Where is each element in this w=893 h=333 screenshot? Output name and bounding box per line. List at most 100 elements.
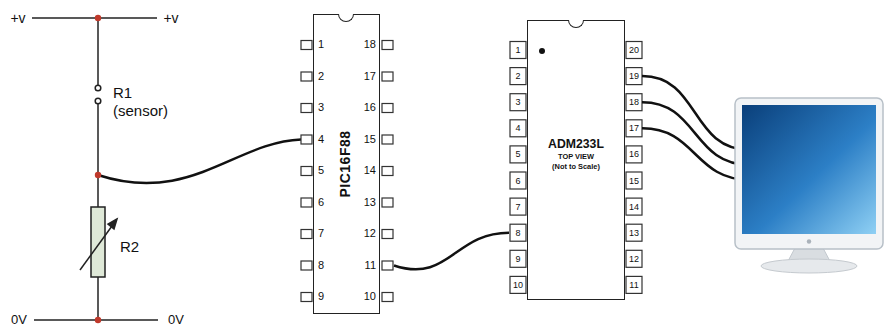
arrow-head bbox=[108, 219, 117, 229]
pin-number: 10 bbox=[364, 290, 376, 303]
pin-number: 1 bbox=[515, 45, 520, 56]
supply-rail bbox=[32, 17, 157, 19]
switch-contact bbox=[95, 85, 101, 91]
pin-box bbox=[510, 146, 526, 163]
pin-box bbox=[626, 42, 642, 59]
pin-box bbox=[510, 224, 526, 241]
pin-number: 4 bbox=[318, 133, 324, 146]
pin-number: 2 bbox=[515, 71, 520, 82]
pin-number: 4 bbox=[515, 123, 520, 134]
pin-number: 13 bbox=[364, 196, 376, 209]
pin-lead bbox=[382, 230, 393, 239]
chip-note: TOP VIEW bbox=[558, 152, 594, 161]
pin-box bbox=[626, 198, 642, 215]
pin-number: 6 bbox=[318, 196, 324, 209]
pin-box bbox=[510, 68, 526, 85]
pin-number: 1 bbox=[318, 38, 324, 51]
chip-notch bbox=[338, 14, 354, 22]
pin-lead bbox=[301, 41, 312, 50]
junction-dots bbox=[95, 15, 101, 323]
pin-lead bbox=[301, 135, 312, 144]
pin-lead bbox=[382, 41, 393, 50]
component-label: R1 (sensor) bbox=[113, 84, 175, 120]
signal-wire bbox=[394, 233, 509, 270]
pin-box bbox=[510, 198, 526, 215]
chip-text-group: ADM233LTOP VIEW(Not to Scale) bbox=[528, 137, 624, 171]
pin-box bbox=[510, 120, 526, 137]
pin-number: 2 bbox=[318, 70, 324, 83]
pin-box bbox=[626, 224, 642, 241]
resistor-symbol bbox=[91, 207, 105, 277]
chip-body: ADM233LTOP VIEW(Not to Scale) bbox=[527, 20, 625, 300]
pin-lead bbox=[382, 72, 393, 81]
junction-dot bbox=[95, 15, 101, 21]
pin-number: 13 bbox=[629, 227, 639, 238]
pin-lead bbox=[301, 230, 312, 239]
pin-number: 17 bbox=[364, 70, 376, 83]
signal-wire bbox=[98, 140, 301, 184]
pin-box bbox=[510, 172, 526, 189]
pin-number: 18 bbox=[629, 97, 639, 108]
pin-number: 3 bbox=[515, 97, 520, 108]
switch-contact bbox=[95, 98, 101, 104]
pin-box bbox=[510, 94, 526, 111]
pin-number: 7 bbox=[515, 201, 520, 212]
cable-wire bbox=[642, 76, 750, 150]
pin-number: 14 bbox=[364, 164, 376, 177]
pin-number: 20 bbox=[629, 45, 639, 56]
pin-number: 7 bbox=[318, 227, 324, 240]
pin-number: 12 bbox=[629, 253, 639, 264]
divider-circuit bbox=[32, 18, 301, 320]
pin-box bbox=[510, 250, 526, 267]
component-label: R2 bbox=[120, 238, 139, 256]
pin-number: 9 bbox=[318, 290, 324, 303]
pin-number: 6 bbox=[515, 175, 520, 186]
monitor-screen bbox=[742, 105, 876, 234]
pin-lead bbox=[382, 167, 393, 176]
chip-name: PIC16F88 bbox=[337, 130, 355, 197]
pin-box bbox=[626, 120, 642, 137]
pin-number: 14 bbox=[629, 201, 639, 212]
pin-number: 16 bbox=[629, 149, 639, 160]
pin-number: 19 bbox=[629, 71, 639, 82]
pin-number: 18 bbox=[364, 38, 376, 51]
pin-box bbox=[626, 146, 642, 163]
wire bbox=[97, 18, 99, 85]
pin-box bbox=[510, 276, 526, 293]
pin-number: 5 bbox=[318, 164, 324, 177]
pin-lead bbox=[382, 104, 393, 113]
line-driver-chip: ADM233LTOP VIEW(Not to Scale) bbox=[509, 20, 644, 300]
pin-box bbox=[510, 42, 526, 59]
pin-box bbox=[626, 250, 642, 267]
pin-number: 8 bbox=[318, 259, 324, 272]
serial-cable bbox=[642, 76, 750, 180]
pin-lead bbox=[301, 72, 312, 81]
monitor-base bbox=[761, 259, 857, 273]
pin-lead bbox=[382, 293, 393, 302]
pin-number: 11 bbox=[365, 259, 376, 272]
chip-text-group: PIC16F88 bbox=[337, 130, 355, 197]
ground-label: 0V bbox=[168, 312, 184, 328]
monitor-bezel bbox=[735, 98, 883, 249]
chip-name: ADM233L bbox=[548, 137, 604, 152]
pin-number: 15 bbox=[629, 175, 639, 186]
pin-lead bbox=[301, 261, 312, 270]
pin-lead bbox=[382, 198, 393, 207]
pin-number: 17 bbox=[629, 123, 639, 134]
computer-monitor bbox=[735, 98, 883, 273]
pin-lead bbox=[301, 198, 312, 207]
pin-lead bbox=[301, 104, 312, 113]
pin-number: 8 bbox=[515, 227, 520, 238]
pin-box bbox=[626, 94, 642, 111]
wire bbox=[97, 104, 99, 207]
pin-number: 3 bbox=[318, 101, 324, 114]
pin-number: 15 bbox=[364, 133, 376, 146]
pin-box bbox=[626, 172, 642, 189]
pin-lead bbox=[382, 261, 393, 270]
junction-dot bbox=[95, 317, 101, 323]
variable-arrow bbox=[80, 226, 112, 270]
pin-number: 16 bbox=[364, 101, 376, 114]
